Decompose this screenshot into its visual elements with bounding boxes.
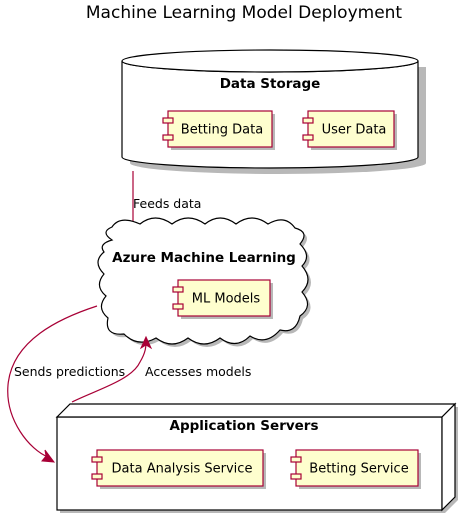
betting-data-component[interactable]: Betting Data: [162, 110, 275, 150]
ml-models-component[interactable]: ML Models: [172, 279, 273, 319]
data-analysis-service-component[interactable]: Data Analysis Service: [91, 449, 266, 489]
component-box: [96, 449, 264, 487]
node-side: [441, 402, 456, 512]
component-tab-icon: [91, 456, 103, 463]
component-box: [295, 449, 419, 487]
arrowhead-icon: [139, 335, 153, 350]
component-tab-icon: [172, 286, 184, 293]
edge-line: [71, 341, 147, 403]
edge-label-feeds-data: Feeds data: [133, 196, 201, 211]
component-tab-icon: [290, 473, 302, 480]
component-box: [167, 110, 273, 148]
node-top: [55, 403, 457, 418]
component-tab-icon: [302, 134, 314, 141]
diagram-title: Machine Learning Model Deployment: [86, 3, 403, 23]
component-tab-icon: [162, 134, 174, 141]
azure-ml-group[interactable]: Azure Machine Learning ML Models: [97, 217, 311, 347]
betting-data-label: Betting Data: [181, 123, 263, 138]
component-box: [177, 279, 271, 317]
ml-models-label: ML Models: [192, 292, 261, 307]
component-tab-icon: [290, 456, 302, 463]
app-servers-label: Application Servers: [170, 418, 319, 434]
betting-service-component[interactable]: Betting Service: [290, 449, 421, 489]
data-storage-label: Data Storage: [220, 76, 321, 92]
azure-ml-label: Azure Machine Learning: [112, 250, 296, 266]
component-tab-icon: [162, 117, 174, 124]
app-servers-group[interactable]: Application Servers Data Analysis Servic…: [55, 402, 458, 513]
edge-label-accesses-models: Accesses models: [145, 364, 251, 379]
edge-accesses-models: Accesses models: [71, 335, 251, 403]
edge-sends-predictions: Sends predictions: [7, 305, 125, 463]
component-box: [307, 110, 395, 148]
user-data-component[interactable]: User Data: [302, 110, 397, 150]
component-tab-icon: [91, 473, 103, 480]
data-analysis-service-label: Data Analysis Service: [112, 462, 253, 477]
component-tab-icon: [172, 303, 184, 310]
betting-service-label: Betting Service: [309, 462, 408, 477]
data-storage-top: [121, 49, 419, 73]
arrowhead-icon: [41, 449, 56, 463]
data-storage-group[interactable]: Data Storage Betting Data User Data: [121, 49, 426, 174]
edge-label-sends-predictions: Sends predictions: [14, 364, 125, 379]
edge-line: [7, 305, 98, 458]
component-tab-icon: [302, 117, 314, 124]
user-data-label: User Data: [322, 123, 387, 138]
